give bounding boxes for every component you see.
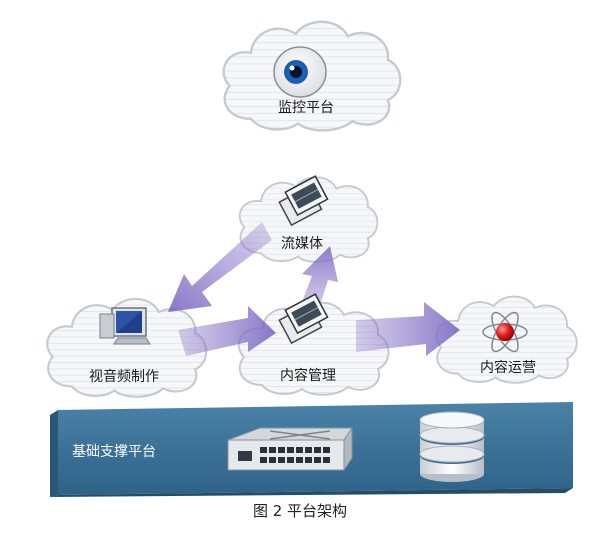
film-frames-icon <box>278 175 329 227</box>
film-frames-icon <box>278 293 329 345</box>
arrow-content-mgmt-to-operation <box>356 302 460 356</box>
database-icon <box>419 411 485 482</box>
eye-icon <box>273 46 327 98</box>
computer-monitor-icon <box>99 307 151 345</box>
platform-label: 基础支撑平台 <box>72 443 156 460</box>
arrow-production-to-content-mgmt <box>178 306 276 356</box>
streaming-label: 流媒体 <box>281 236 323 252</box>
content-mgmt-label: 内容管理 <box>280 367 336 384</box>
atom-icon <box>482 311 528 353</box>
operation-label: 内容运营 <box>480 359 536 376</box>
arrow-streaming-to-production <box>168 222 272 312</box>
figure-caption: 图 2 平台架构 <box>252 502 348 520</box>
production-label: 视音频制作 <box>89 368 159 385</box>
network-switch-icon <box>227 426 353 472</box>
monitor-label: 监控平台 <box>278 100 334 116</box>
